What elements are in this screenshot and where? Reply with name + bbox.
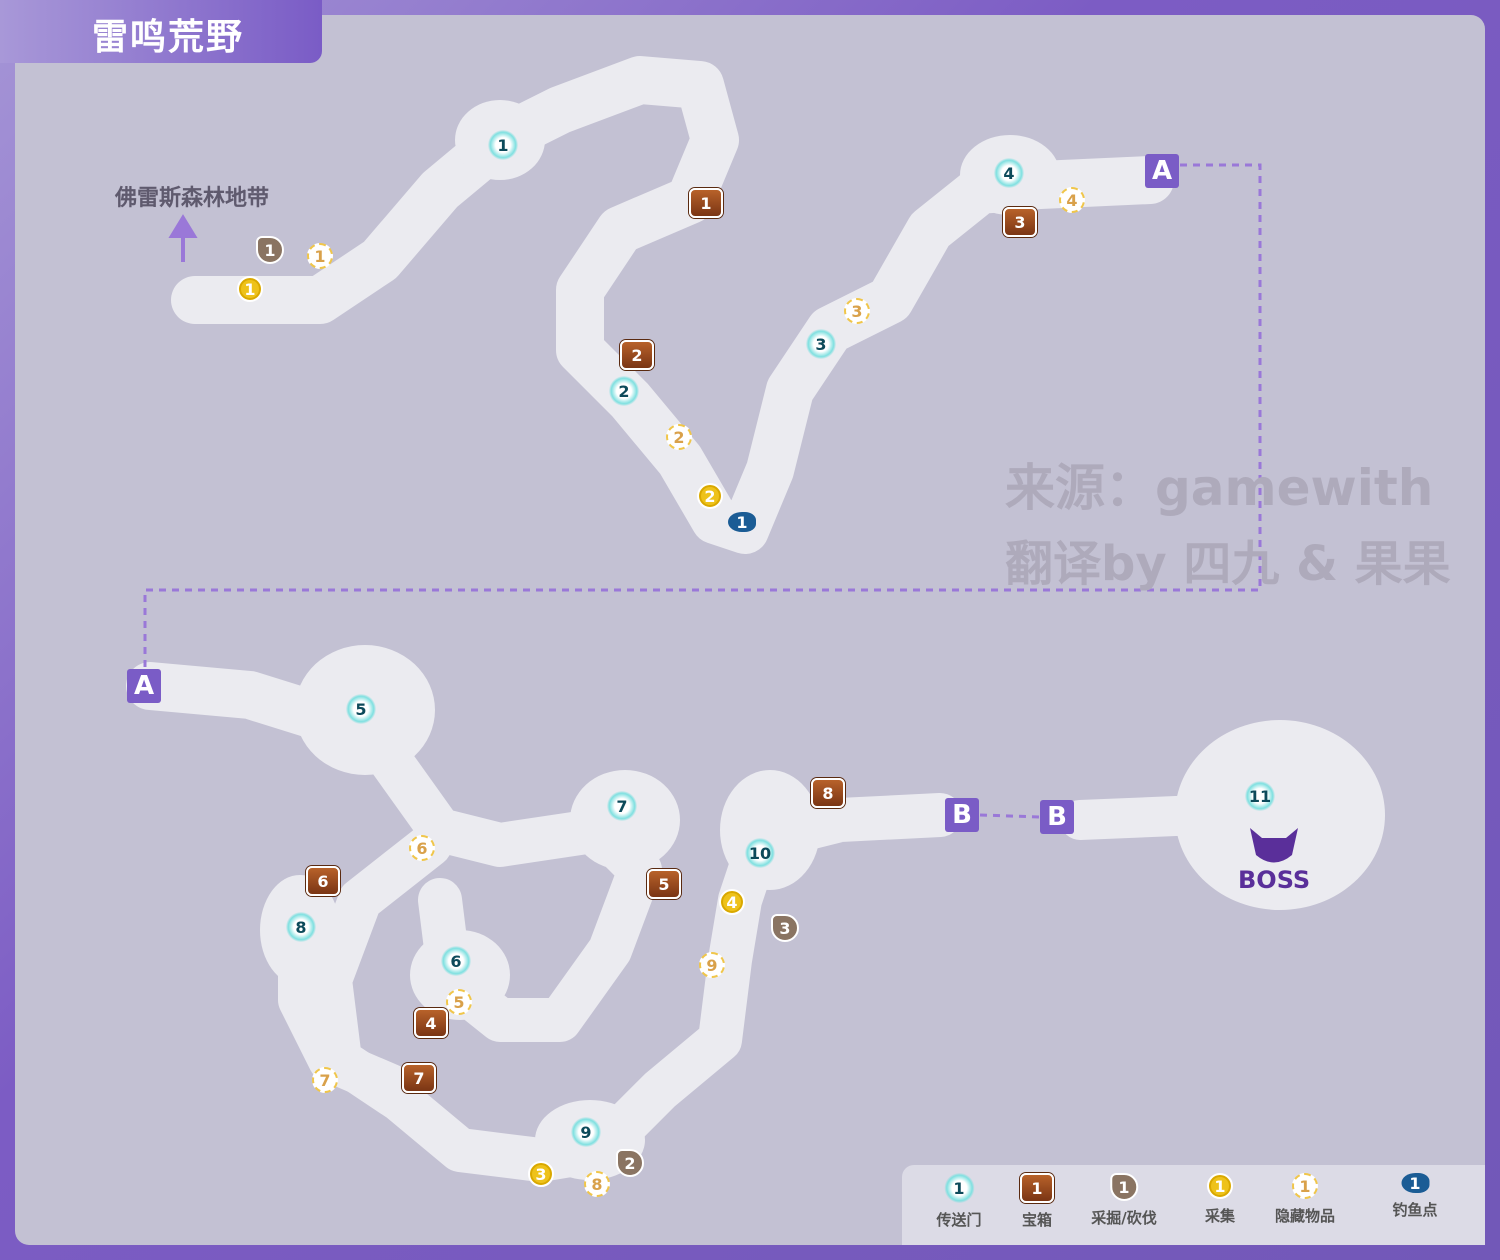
hidden-icon: 1	[1291, 1173, 1318, 1199]
portal-marker-icon[interactable]: 5	[346, 694, 376, 724]
hidden-marker-icon[interactable]: 8	[584, 1171, 610, 1197]
chest-marker-icon[interactable]: 2	[620, 340, 654, 370]
legend-item-mine: 1 采掘/砍伐	[1091, 1173, 1157, 1228]
area-title: 雷鸣荒野	[92, 17, 245, 58]
boss-demon-icon	[1250, 828, 1298, 863]
mine-marker-icon[interactable]: 1	[256, 236, 284, 264]
gate-marker[interactable]: A	[127, 669, 161, 703]
hidden-marker-icon[interactable]: 5	[446, 989, 472, 1015]
hidden-marker-icon[interactable]: 6	[409, 835, 435, 861]
hidden-marker-icon[interactable]: 3	[844, 298, 870, 324]
gate-marker[interactable]: B	[1040, 800, 1074, 834]
title-bar: 雷鸣荒野	[0, 0, 322, 63]
portal-marker-icon[interactable]: 11	[1245, 781, 1275, 811]
legend-item-fish: 1 钓鱼点	[1392, 1173, 1438, 1220]
map-panel	[15, 15, 1485, 1245]
fish-icon: 1	[1400, 1173, 1429, 1193]
exit-arrow-icon	[168, 214, 198, 262]
boss-label: BOSS	[1238, 866, 1311, 894]
gate-marker[interactable]: B	[945, 798, 979, 832]
portal-marker-icon[interactable]: 4	[994, 158, 1024, 188]
chest-marker-icon[interactable]: 6	[306, 866, 340, 896]
legend-item-portal: 1 传送门	[936, 1173, 982, 1230]
watermark-source: 来源：gamewith	[1005, 459, 1434, 517]
chest-marker-icon[interactable]: 5	[647, 869, 681, 899]
portal-marker-icon[interactable]: 2	[609, 376, 639, 406]
mine-icon: 1	[1109, 1173, 1138, 1201]
hidden-marker-icon[interactable]: 7	[312, 1067, 338, 1093]
route-lines	[143, 163, 1262, 819]
portal-marker-icon[interactable]: 9	[571, 1117, 601, 1147]
portal-marker-icon[interactable]: 8	[286, 912, 316, 942]
portal-marker-icon[interactable]: 6	[441, 946, 471, 976]
legend-label: 隐藏物品	[1274, 1207, 1336, 1225]
portal-marker-icon[interactable]: 7	[607, 791, 637, 821]
gate-marker[interactable]: A	[1145, 154, 1179, 188]
legend-label: 宝箱	[1021, 1211, 1052, 1229]
chest-marker-icon[interactable]: 1	[689, 188, 723, 218]
gather-marker-icon[interactable]: 4	[719, 889, 745, 915]
exit-label: 佛雷斯森林地带	[115, 186, 270, 211]
portal-marker-icon[interactable]: 10	[745, 838, 775, 868]
watermark-translator: 翻译by 四九 & 果果	[1005, 536, 1451, 592]
hidden-marker-icon[interactable]: 9	[699, 952, 725, 978]
legend-label: 采掘/砍伐	[1091, 1209, 1157, 1227]
cave-paths	[126, 56, 1220, 1182]
chest-marker-icon[interactable]: 7	[402, 1063, 436, 1093]
legend: 1 传送门 1 宝箱 1 采掘/砍伐 1 采集 1 隐藏物品 1 钓鱼点	[902, 1165, 1485, 1245]
fish-marker-icon[interactable]: 1	[728, 512, 756, 532]
gather-icon: 1	[1206, 1173, 1233, 1199]
portal-marker-icon[interactable]: 1	[488, 130, 518, 160]
portal-marker-icon[interactable]: 3	[806, 329, 836, 359]
mine-marker-icon[interactable]: 2	[616, 1149, 644, 1177]
portal-icon: 1	[943, 1173, 974, 1203]
chest-icon: 1	[1020, 1173, 1054, 1203]
legend-item-hidden: 1 隐藏物品	[1275, 1173, 1335, 1226]
chest-marker-icon[interactable]: 8	[811, 778, 845, 808]
legend-label: 钓鱼点	[1392, 1201, 1438, 1219]
mine-marker-icon[interactable]: 3	[771, 914, 799, 942]
legend-label: 传送门	[936, 1211, 982, 1229]
hidden-marker-icon[interactable]: 4	[1059, 187, 1085, 213]
legend-item-chest: 1 宝箱	[1020, 1173, 1054, 1230]
gather-marker-icon[interactable]: 3	[528, 1161, 554, 1187]
chest-marker-icon[interactable]: 3	[1003, 207, 1037, 237]
legend-label: 采集	[1204, 1207, 1236, 1225]
hidden-marker-icon[interactable]: 1	[307, 243, 333, 269]
legend-item-gather: 1 采集	[1205, 1173, 1235, 1226]
gather-marker-icon[interactable]: 1	[237, 276, 263, 302]
chest-marker-icon[interactable]: 4	[414, 1008, 448, 1038]
gather-marker-icon[interactable]: 2	[697, 483, 723, 509]
hidden-marker-icon[interactable]: 2	[666, 424, 692, 450]
